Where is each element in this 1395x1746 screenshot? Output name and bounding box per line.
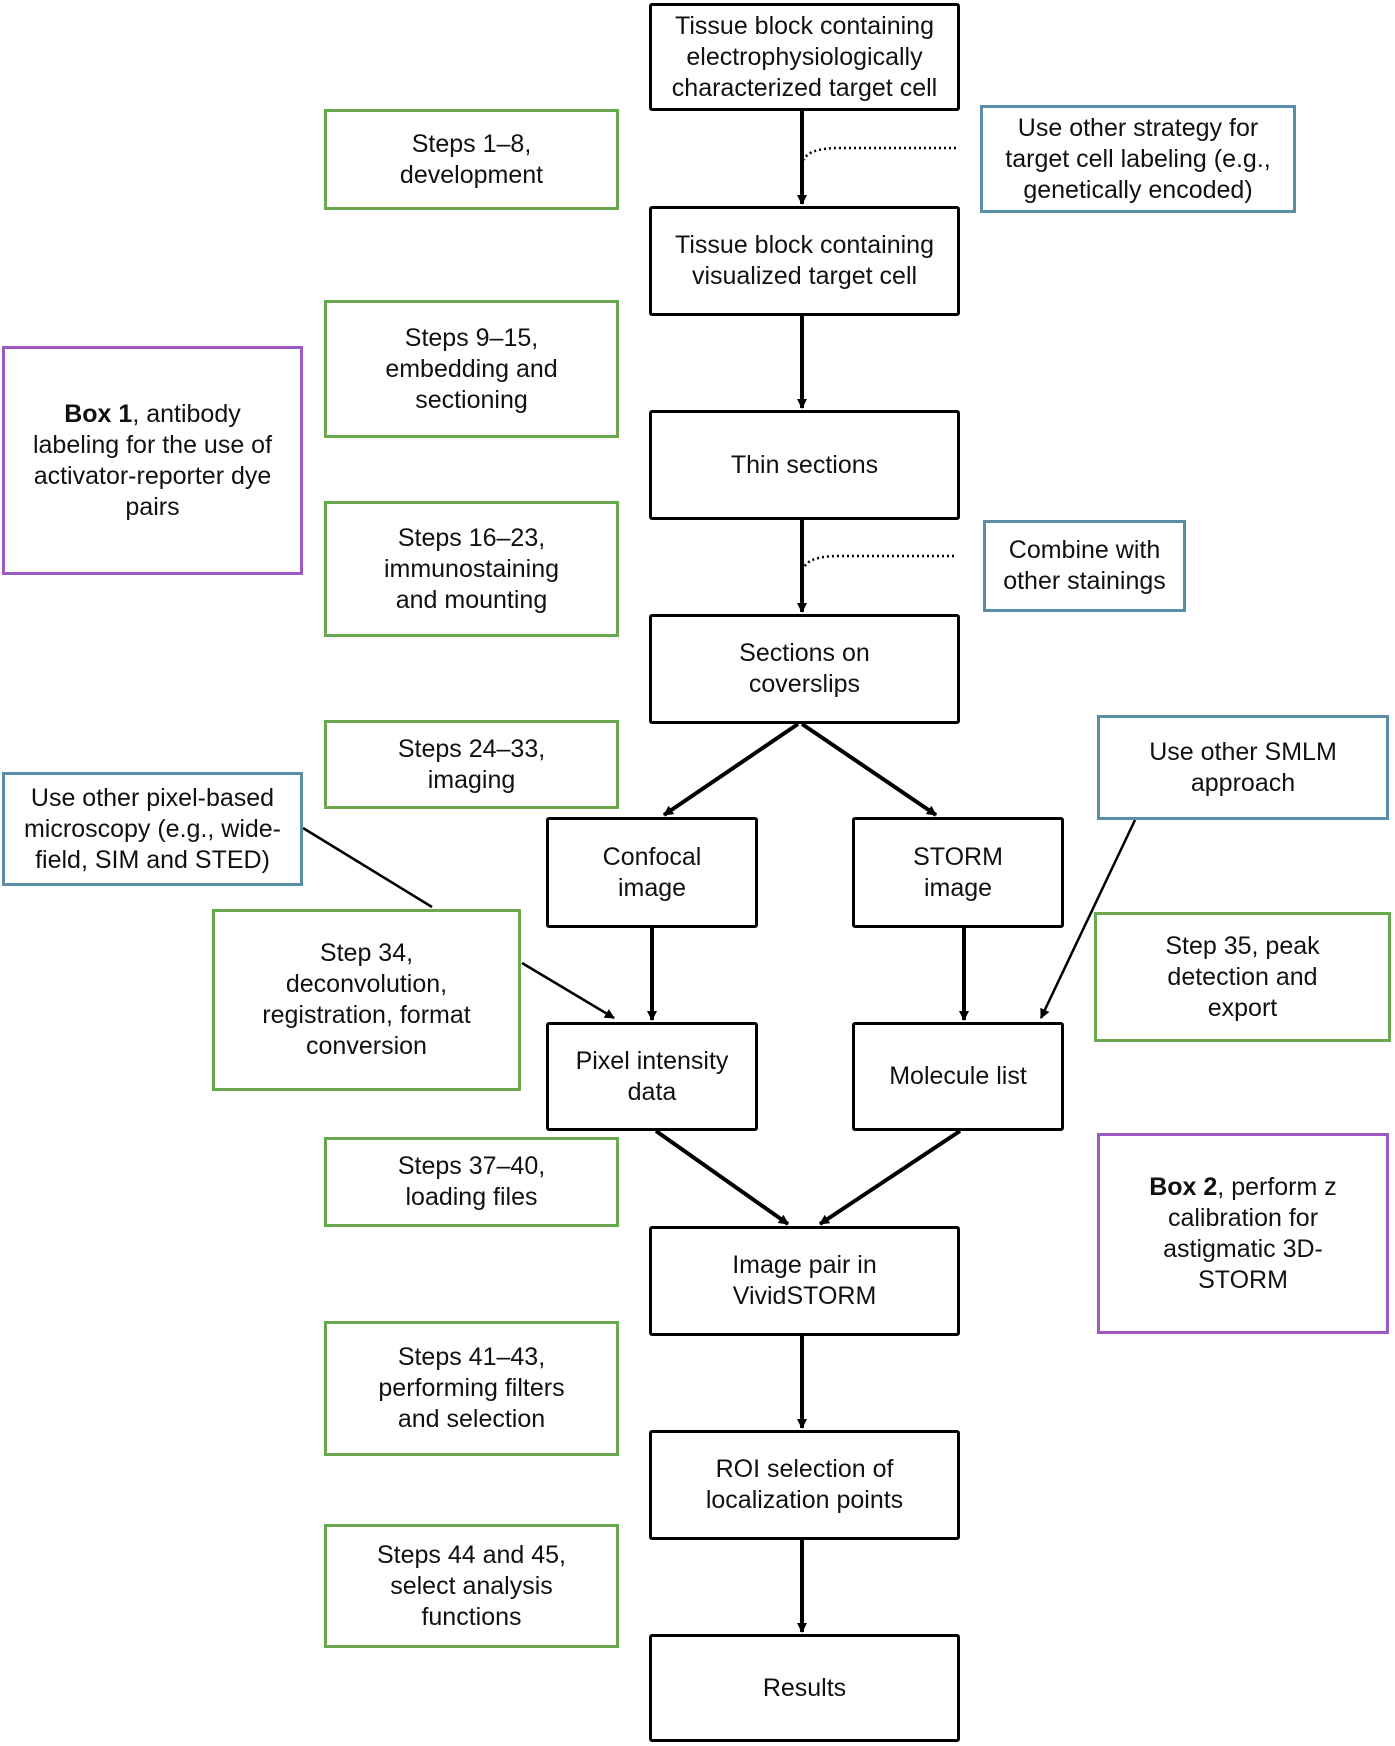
protocol-box-2-text: Box 2, perform z calibration for astigma…	[1149, 1172, 1337, 1296]
step-box-9-15: Steps 9–15, embedding and sectioning	[324, 300, 619, 438]
step-box-34-label: Step 34, deconvolution, registration, fo…	[262, 939, 471, 1060]
box-image-pair: Image pair in VividSTORM	[649, 1226, 960, 1336]
box-roi-selection: ROI selection of localization points	[649, 1430, 960, 1540]
protocol-box-2: Box 2, perform z calibration for astigma…	[1097, 1133, 1389, 1334]
arrow-coverslips-to-storm	[800, 722, 938, 817]
box-confocal-image-label: Confocal image	[602, 842, 702, 902]
box-roi-selection-label: ROI selection of localization points	[705, 1455, 904, 1514]
alt-box-other-pixel-microscopy-label: Use other pixel-based microscopy (e.g., …	[23, 783, 282, 874]
box-sections-on-coverslips-label: Sections on coverslips	[739, 639, 870, 698]
alt-box-other-labeling-label: Use other strategy for target cell label…	[1005, 113, 1271, 204]
arrow-step34-to-pixel-data	[521, 961, 615, 1020]
box-pixel-intensity-data: Pixel intensity data	[546, 1022, 758, 1131]
step-box-24-33-label: Steps 24–33, imaging	[397, 734, 546, 794]
box-image-pair-label: Image pair in VividSTORM	[732, 1251, 877, 1310]
protocol-box-1-description: , antibody labeling for the use of activ…	[32, 399, 273, 521]
box-confocal-image: Confocal image	[546, 817, 758, 928]
box-tissue-block-visualized-label: Tissue block containing visualized targe…	[675, 231, 934, 290]
alt-box-other-labeling: Use other strategy for target cell label…	[980, 105, 1296, 213]
protocol-box-1: Box 1, antibody labeling for the use of …	[2, 346, 303, 575]
box-results-label: Results	[762, 1673, 847, 1702]
protocol-box-1-text: Box 1, antibody labeling for the use of …	[33, 399, 272, 523]
step-box-44-45: Steps 44 and 45, select analysis functio…	[324, 1524, 619, 1648]
step-box-37-40: Steps 37–40, loading files	[324, 1137, 619, 1227]
step-box-44-45-label: Steps 44 and 45, select analysis functio…	[376, 1540, 567, 1631]
protocol-box-1-title: Box 1	[64, 399, 133, 428]
box-tissue-block-visualized: Tissue block containing visualized targe…	[649, 206, 960, 316]
box-thin-sections: Thin sections	[649, 410, 960, 520]
step-box-9-15-label: Steps 9–15, embedding and sectioning	[385, 323, 558, 414]
protocol-box-2-title: Box 2	[1149, 1172, 1218, 1201]
step-box-35-label: Step 35, peak detection and export	[1165, 931, 1320, 1022]
arrow-molecule-list-to-image-pair	[818, 1129, 962, 1226]
dotted-join-other-stainings	[802, 554, 954, 569]
box-molecule-list-label: Molecule list	[889, 1062, 1027, 1090]
step-box-35: Step 35, peak detection and export	[1094, 912, 1391, 1042]
line-other-microscopy-to-step34	[302, 826, 433, 909]
step-box-24-33: Steps 24–33, imaging	[324, 720, 619, 809]
step-box-34: Step 34, deconvolution, registration, fo…	[212, 909, 521, 1091]
box-results: Results	[649, 1634, 960, 1742]
arrow-other-smlm-to-molecule-list	[1039, 819, 1137, 1019]
step-box-41-43-label: Steps 41–43, performing filters and sele…	[378, 1343, 565, 1433]
step-box-1-8: Steps 1–8, development	[324, 109, 619, 210]
box-tissue-block-characterized: Tissue block containing electrophysiolog…	[649, 3, 960, 111]
alt-box-other-smlm: Use other SMLM approach	[1097, 715, 1389, 820]
alt-box-other-stainings-label: Combine with other stainings	[1003, 536, 1166, 595]
box-tissue-block-characterized-label: Tissue block containing electrophysiolog…	[671, 11, 938, 102]
box-storm-image: STORM image	[852, 817, 1064, 928]
alt-box-other-stainings: Combine with other stainings	[983, 520, 1186, 612]
protocol-box-2-description: , perform z calibration for astigmatic 3…	[1163, 1172, 1337, 1294]
step-box-16-23-label: Steps 16–23, immunostaining and mounting	[383, 523, 560, 614]
box-thin-sections-label: Thin sections	[730, 450, 879, 479]
step-box-41-43: Steps 41–43, performing filters and sele…	[324, 1321, 619, 1456]
step-box-16-23: Steps 16–23, immunostaining and mounting	[324, 501, 619, 637]
box-pixel-intensity-data-label: Pixel intensity data	[575, 1046, 729, 1106]
alt-box-other-pixel-microscopy: Use other pixel-based microscopy (e.g., …	[2, 772, 303, 886]
dotted-join-other-labeling	[802, 146, 956, 161]
arrow-pixel-data-to-image-pair	[654, 1129, 790, 1226]
alt-box-other-smlm-label: Use other SMLM approach	[1149, 737, 1337, 797]
box-molecule-list: Molecule list	[852, 1022, 1064, 1131]
box-sections-on-coverslips: Sections on coverslips	[649, 614, 960, 724]
arrow-coverslips-to-confocal	[662, 722, 800, 817]
step-box-37-40-label: Steps 37–40, loading files	[397, 1152, 546, 1211]
box-storm-image-label: STORM image	[913, 842, 1003, 902]
step-box-1-8-label: Steps 1–8, development	[399, 129, 544, 189]
